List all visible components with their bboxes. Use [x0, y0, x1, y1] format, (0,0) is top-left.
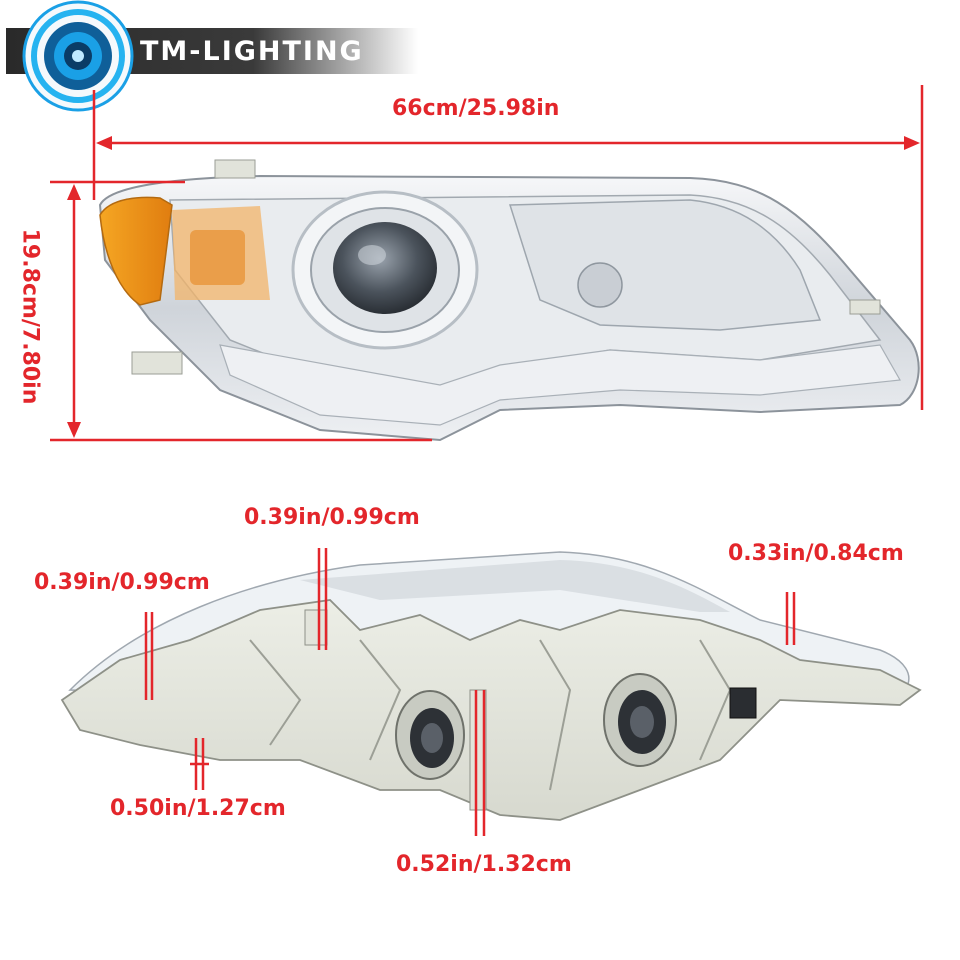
brand-name: TM-LIGHTING	[140, 36, 364, 67]
bulb-socket-right	[603, 673, 677, 767]
length-dimension-line	[92, 85, 924, 410]
mount-bottom-center-label: 0.52in/1.32cm	[396, 852, 572, 877]
mount-top-left-label: 0.39in/0.99cm	[34, 570, 210, 595]
height-dimension-line	[50, 180, 432, 442]
mount-top-right-label: 0.33in/0.84cm	[728, 541, 904, 566]
bulb-socket-left	[395, 690, 465, 780]
mount-bottom-left-label: 0.50in/1.27cm	[110, 796, 286, 821]
headlight-front-view	[98, 159, 920, 442]
height-label: 19.8cm/7.80in	[17, 228, 43, 405]
mount-top-center-label: 0.39in/0.99cm	[244, 505, 420, 530]
headlight-lens-logo-icon	[22, 0, 134, 112]
headlight-rear-view	[60, 551, 922, 821]
length-label: 66cm/25.98in	[392, 96, 560, 121]
mount-dimension-markers	[144, 548, 796, 836]
